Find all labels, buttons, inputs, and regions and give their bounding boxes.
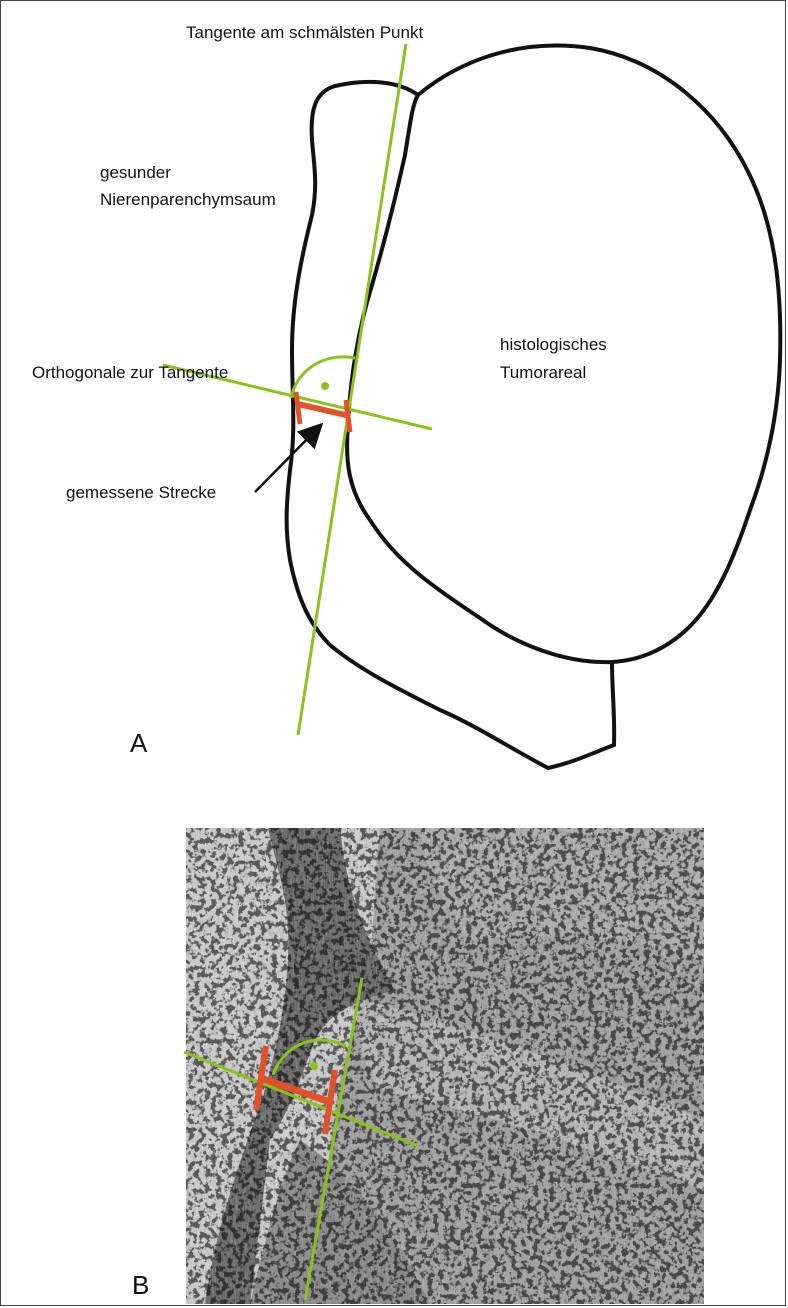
parenchyma-outline <box>287 82 615 768</box>
right-angle-arc <box>291 357 355 398</box>
right-angle-dot <box>321 382 329 390</box>
b-right-angle-dot <box>310 1062 318 1070</box>
orthogonal-label: Orthogonale zur Tangente <box>32 363 228 382</box>
parenchyma-label-line2: Nierenparenchymsaum <box>100 190 276 209</box>
measured-arrow <box>255 428 318 492</box>
panel-a-letter: A <box>130 728 148 758</box>
tumor-label-line2: Tumorareal <box>500 363 586 382</box>
parenchyma-label-line1: gesunder <box>100 163 171 182</box>
tumor-label-line1: histologisches <box>500 335 607 354</box>
panel-a: Tangente am schmälsten Punkt gesunder Ni… <box>32 23 780 768</box>
panel-b-letter: B <box>132 1270 149 1300</box>
tangent-label: Tangente am schmälsten Punkt <box>186 23 423 42</box>
panel-b: B <box>132 828 704 1304</box>
measured-label: gemessene Strecke <box>66 483 216 502</box>
